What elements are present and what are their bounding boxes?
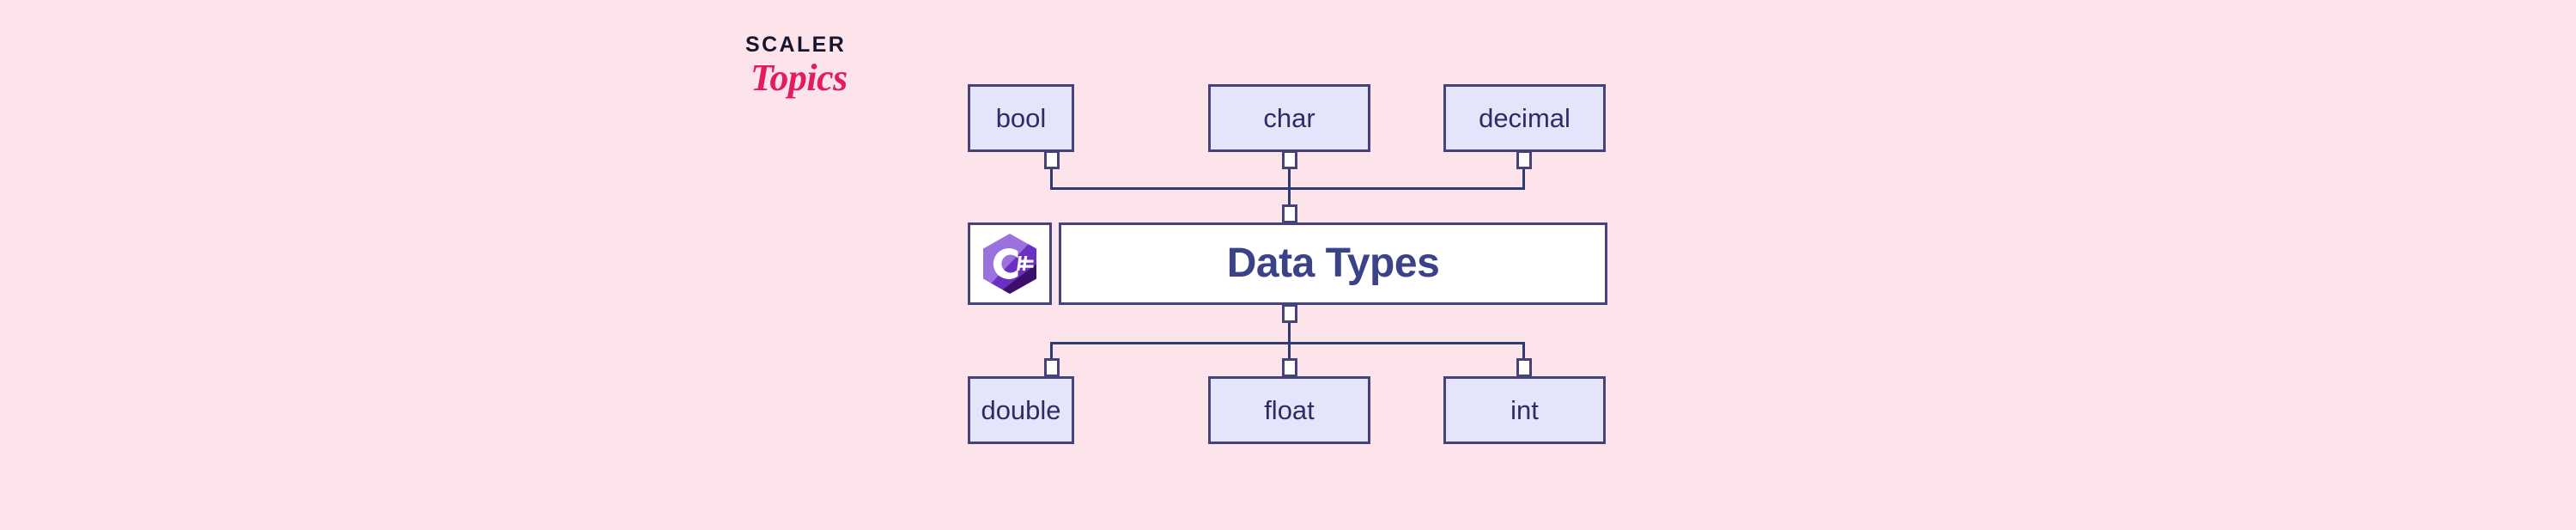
connector-square-float: [1282, 358, 1297, 377]
node-int[interactable]: int: [1443, 376, 1606, 444]
node-label: double: [981, 395, 1061, 425]
connector-line-center-bottom: [1288, 323, 1291, 344]
connector-line-bool-drop: [1050, 169, 1053, 190]
csharp-icon-container: [968, 222, 1052, 305]
connector-line-float-rise: [1288, 342, 1291, 361]
connector-square-bool: [1044, 150, 1060, 169]
connector-square-double: [1044, 358, 1060, 377]
connector-square-decimal: [1516, 150, 1532, 169]
connector-line-char-drop: [1288, 169, 1291, 190]
connector-line-center-top: [1288, 187, 1291, 206]
connector-bus-bottom: [1050, 342, 1525, 344]
logo-wordmark-topics: Topics: [750, 57, 848, 99]
scaler-topics-logo: SCALER Topics: [745, 34, 866, 120]
connector-square-center-bottom: [1282, 304, 1297, 323]
csharp-logo-icon: [983, 234, 1036, 294]
connector-bus-top: [1050, 187, 1525, 190]
node-char[interactable]: char: [1208, 84, 1370, 152]
node-decimal[interactable]: decimal: [1443, 84, 1606, 152]
connector-line-int-rise: [1522, 342, 1525, 361]
node-float[interactable]: float: [1208, 376, 1370, 444]
diagram-title: Data Types: [1226, 241, 1440, 286]
connector-line-double-rise: [1050, 342, 1053, 361]
data-types-box[interactable]: Data Types: [1059, 222, 1607, 305]
connector-square-int: [1516, 358, 1532, 377]
node-label: char: [1263, 103, 1315, 133]
node-bool[interactable]: bool: [968, 84, 1074, 152]
connector-square-center-top: [1282, 204, 1297, 223]
node-label: int: [1510, 395, 1539, 425]
node-double[interactable]: double: [968, 376, 1074, 444]
logo-wordmark-scaler: SCALER: [745, 33, 847, 57]
node-label: bool: [995, 103, 1047, 133]
node-label: decimal: [1479, 103, 1571, 133]
connector-square-char: [1282, 150, 1297, 169]
connector-line-decimal-drop: [1522, 169, 1525, 190]
node-label: float: [1264, 395, 1315, 425]
